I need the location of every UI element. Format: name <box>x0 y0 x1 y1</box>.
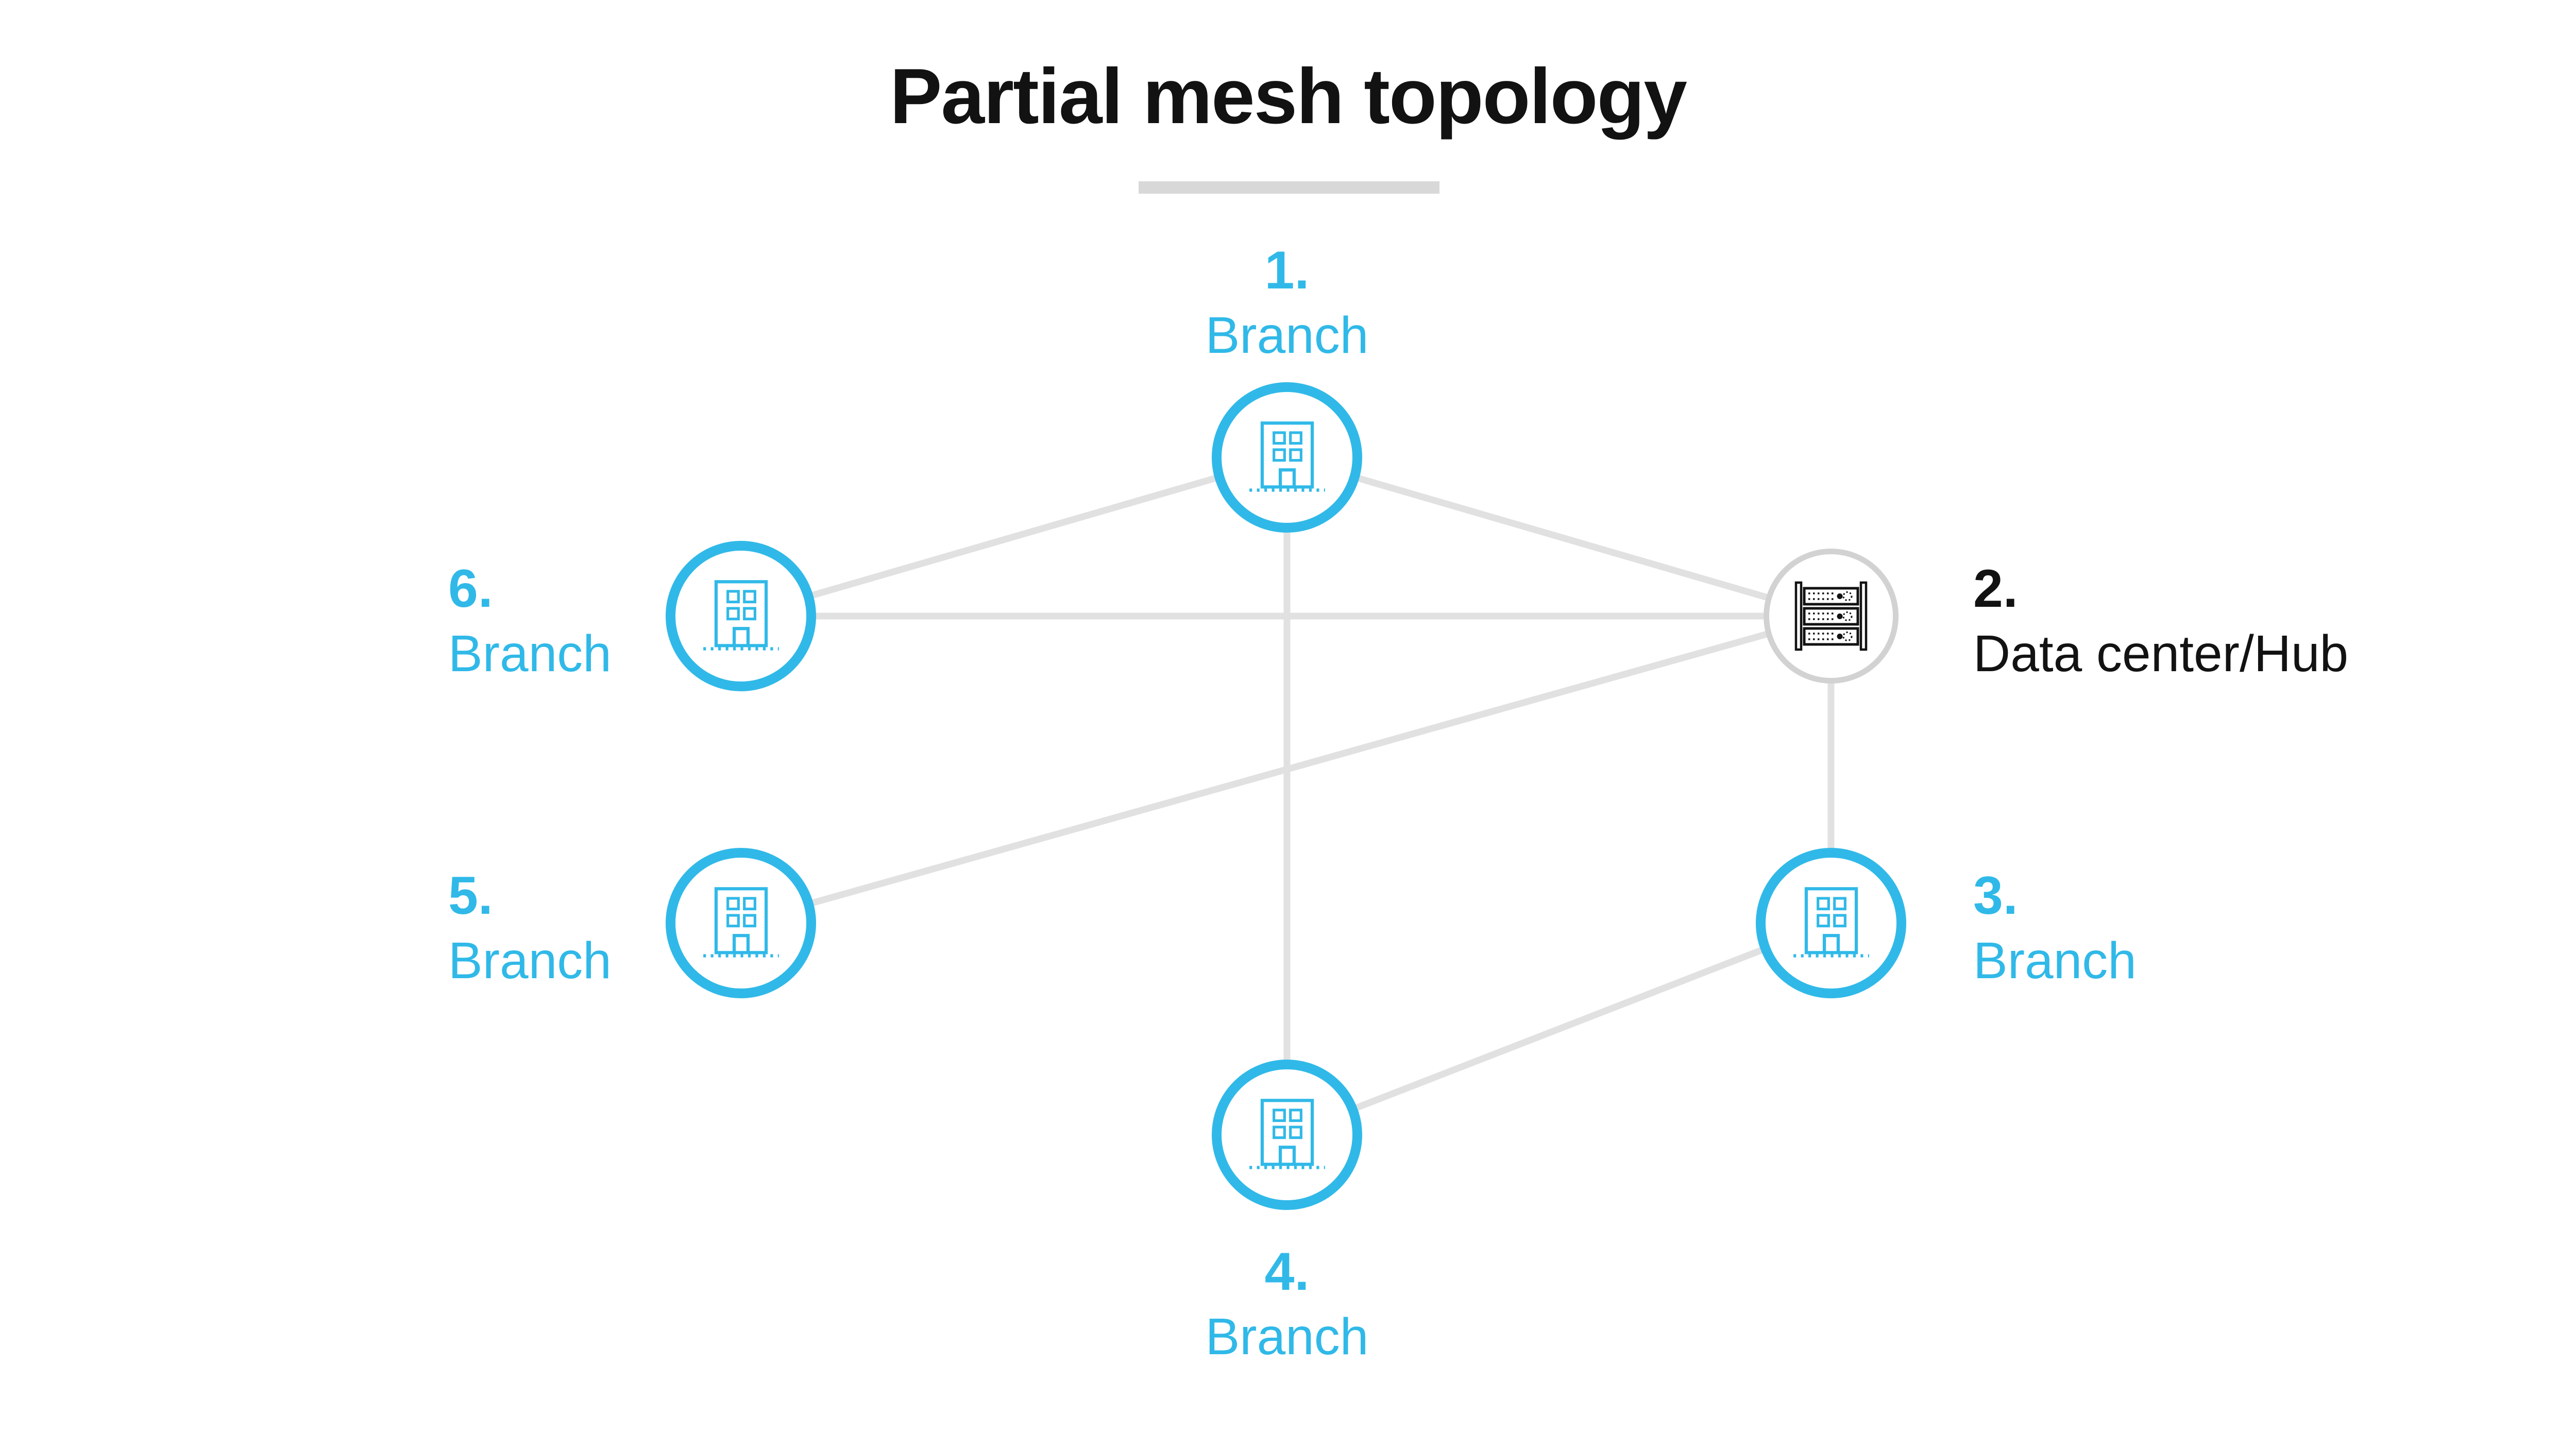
branch-1-name: Branch <box>1205 306 1369 364</box>
branch-3-label: 3. Branch <box>1973 863 2137 993</box>
branch-4-name: Branch <box>1205 1308 1369 1366</box>
edge-branch-1-datacenter-2 <box>1286 454 1832 620</box>
branch-6-number: 6. <box>448 559 493 619</box>
building-icon <box>703 887 779 958</box>
branch-5-number: 5. <box>448 866 493 926</box>
branch-1-label: 1. Branch <box>1206 238 1369 368</box>
branch-4-label: 4. Branch <box>1206 1239 1369 1369</box>
branch-1-number: 1. <box>1264 241 1310 300</box>
branch-6-label: 6. Branch <box>448 556 612 686</box>
building-icon <box>1793 887 1869 958</box>
branch-3-node <box>1756 848 1906 998</box>
datacenter-2-number: 2. <box>1973 559 2018 619</box>
edge-branch-1-branch-6 <box>740 454 1288 620</box>
branch-4-node <box>1212 1060 1362 1210</box>
page-title: Partial mesh topology <box>890 53 1687 140</box>
building-icon <box>703 579 779 651</box>
branch-6-name: Branch <box>448 625 612 683</box>
building-icon <box>1249 1098 1325 1169</box>
branch-6-node <box>666 541 816 691</box>
edge-datacenter-2-branch-5 <box>740 612 1832 927</box>
title-underline <box>1139 181 1439 194</box>
datacenter-2-name: Data center/Hub <box>1973 625 2349 683</box>
datacenter-2-label: 2. Data center/Hub <box>1973 556 2348 686</box>
edge-branch-3-branch-4 <box>1285 919 1833 1138</box>
datacenter-2-node <box>1764 549 1899 684</box>
branch-1-node <box>1212 382 1362 533</box>
building-icon <box>1249 421 1325 492</box>
branch-5-node <box>666 848 816 998</box>
branch-3-name: Branch <box>1973 932 2137 990</box>
branch-3-number: 3. <box>1973 866 2018 926</box>
branch-5-label: 5. Branch <box>448 863 612 993</box>
branch-5-name: Branch <box>448 932 612 990</box>
server-rack-icon <box>1794 581 1868 651</box>
branch-4-number: 4. <box>1264 1242 1310 1302</box>
